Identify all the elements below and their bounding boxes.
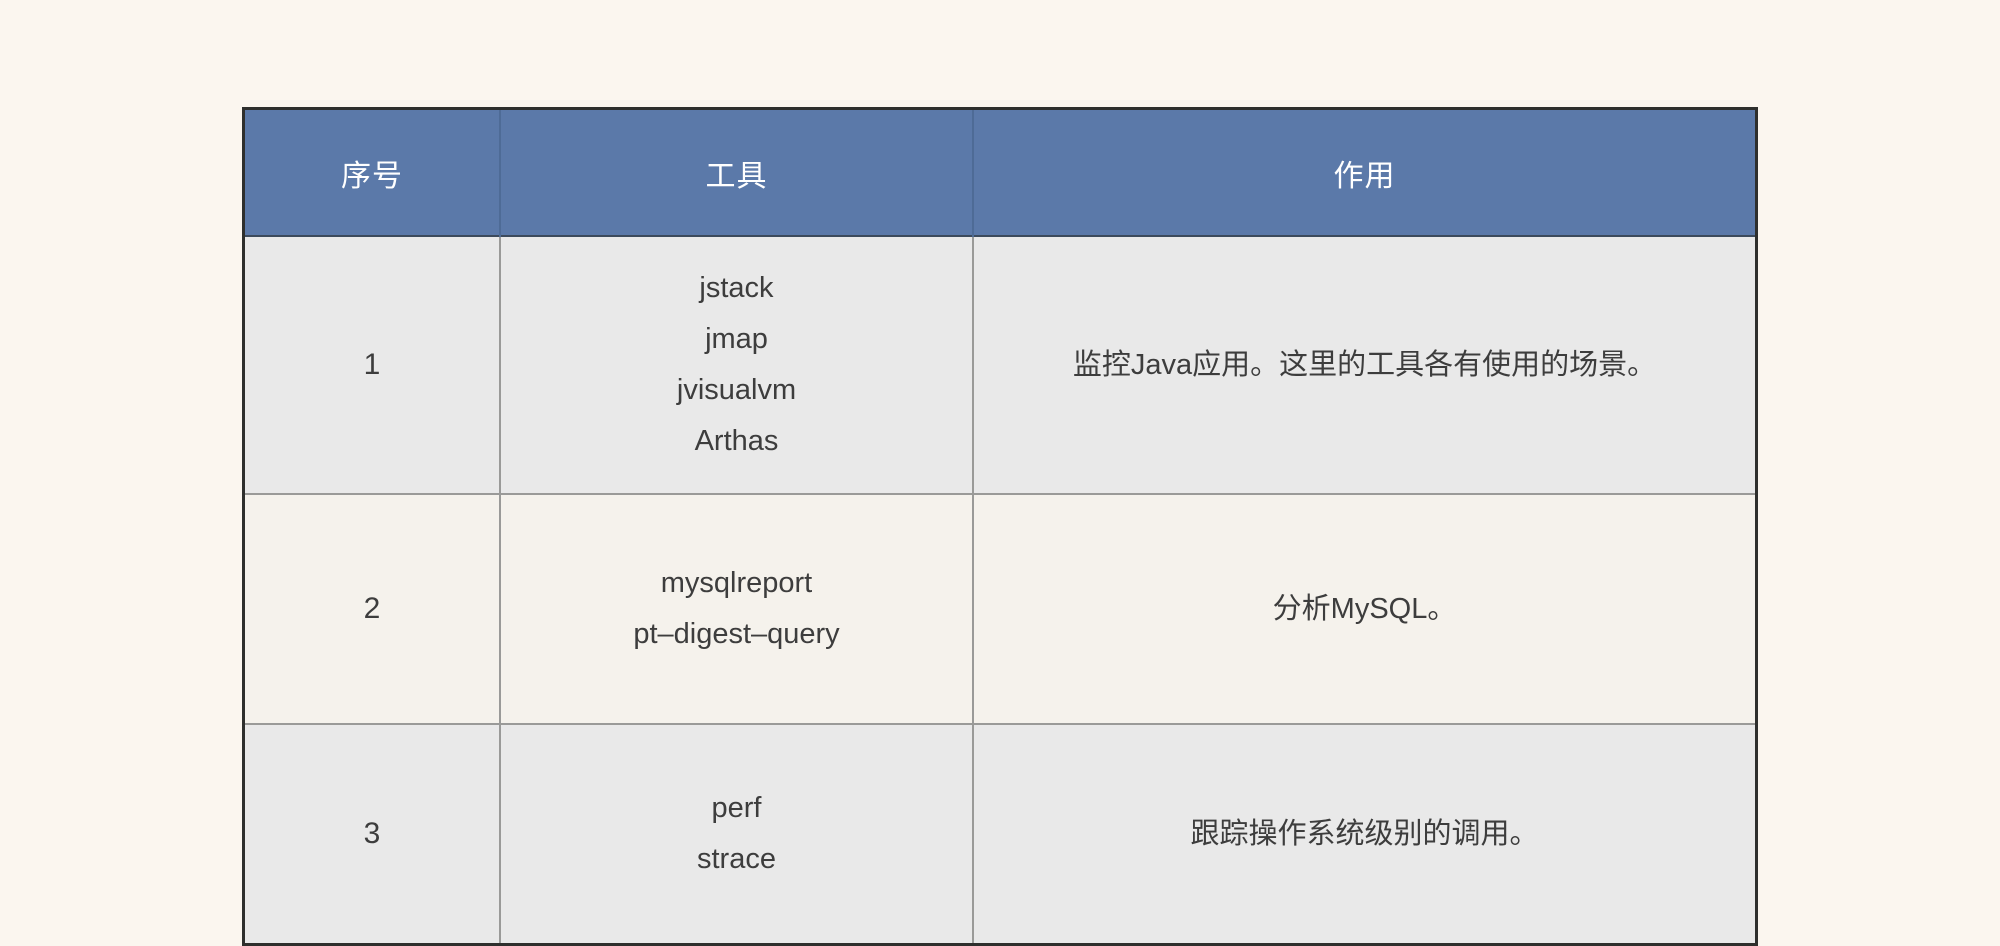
row-number-cell: 3 <box>245 723 501 943</box>
tool-name: Arthas <box>694 425 779 457</box>
row-tools-cell: perf strace <box>500 723 974 943</box>
row-number-cell: 1 <box>245 236 501 494</box>
table-body: 1 jstack jmap jvisualvm Arthas 监控Java应用。… <box>245 236 1755 943</box>
tool-name: mysqlreport <box>660 567 813 599</box>
column-header-tool: 工具 <box>500 110 974 236</box>
tool-name: strace <box>697 843 776 875</box>
column-header-role: 作用 <box>973 110 1755 236</box>
page-root: 序号 工具 作用 1 jstack jmap jvisualvm Arthas … <box>242 107 1758 946</box>
tool-name: jmap <box>705 323 768 355</box>
tool-name: jstack <box>699 272 774 304</box>
tools-table-container: 序号 工具 作用 1 jstack jmap jvisualvm Arthas … <box>242 107 1758 946</box>
table-row: 1 jstack jmap jvisualvm Arthas 监控Java应用。… <box>245 236 1755 494</box>
row-tools-cell: jstack jmap jvisualvm Arthas <box>500 236 974 494</box>
tool-name: pt–digest–query <box>633 618 840 650</box>
row-role-cell: 跟踪操作系统级别的调用。 <box>973 723 1755 943</box>
row-number-cell: 2 <box>245 493 501 724</box>
row-tools-cell: mysqlreport pt–digest–query <box>500 493 974 724</box>
tool-name: jvisualvm <box>676 374 797 406</box>
row-role-cell: 监控Java应用。这里的工具各有使用的场景。 <box>973 236 1755 494</box>
column-header-num: 序号 <box>245 110 501 236</box>
tool-name: perf <box>711 792 762 824</box>
table-header: 序号 工具 作用 <box>245 110 1755 236</box>
header-row: 序号 工具 作用 <box>245 110 1755 236</box>
table-row: 2 mysqlreport pt–digest–query 分析MySQL。 <box>245 493 1755 724</box>
table-row: 3 perf strace 跟踪操作系统级别的调用。 <box>245 723 1755 943</box>
row-role-cell: 分析MySQL。 <box>973 493 1755 724</box>
tools-table: 序号 工具 作用 1 jstack jmap jvisualvm Arthas … <box>245 110 1755 943</box>
